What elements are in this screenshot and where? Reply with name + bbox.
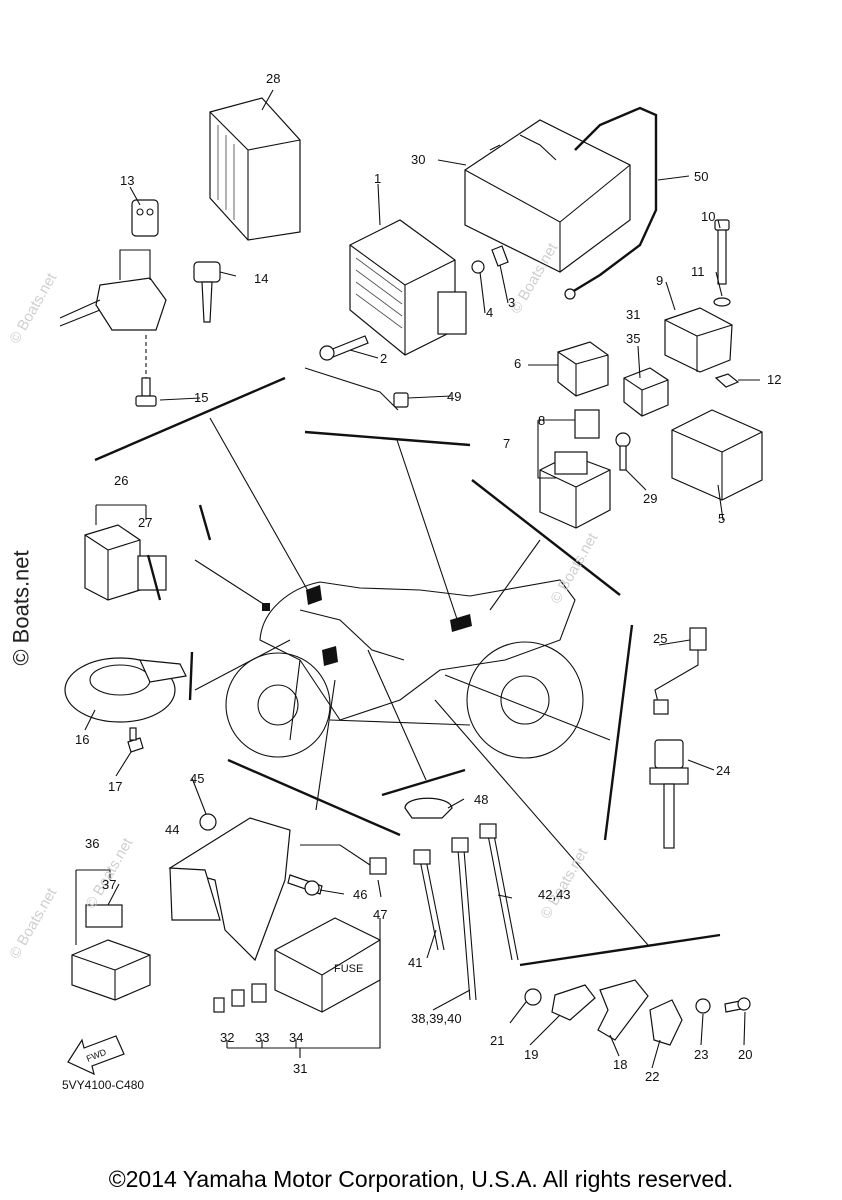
callout-31-top: 31: [626, 307, 641, 322]
group-bracket-31: [227, 918, 381, 1049]
grommet-45: [199, 813, 217, 831]
sensor-24: [649, 739, 689, 849]
callout-33: 33: [255, 1030, 270, 1045]
callout-11: 11: [691, 264, 705, 279]
starter-relay: [539, 451, 611, 529]
callout-15: 15: [194, 390, 209, 405]
callout-48: 48: [474, 792, 489, 807]
fuses-32-34: [213, 983, 267, 1013]
key: [193, 261, 221, 323]
clip-12: [714, 373, 740, 388]
callout-42-43: 42,43: [538, 887, 571, 902]
callout-3: 3: [508, 295, 516, 310]
lead-wire-49: [304, 367, 399, 411]
nut-3: [491, 245, 509, 267]
bracket-44: [168, 817, 291, 962]
callout-46: 46: [353, 887, 368, 902]
callout-31-bottom: 31: [293, 1061, 308, 1076]
copyright-notice: ©2014 Yamaha Motor Corporation, U.S.A. A…: [108, 1166, 734, 1192]
callout-22: 22: [645, 1069, 660, 1084]
motorcycle: [225, 579, 584, 759]
callout-44: 44: [165, 822, 180, 837]
callout-25: 25: [653, 631, 668, 646]
callout-41: 41: [408, 955, 423, 970]
battery: [464, 119, 631, 273]
fuse-box-label: FUSE: [334, 963, 363, 975]
relay-35: [623, 367, 669, 417]
callout-10: 10: [701, 209, 716, 224]
rectifier-regulator: [349, 219, 467, 356]
callout-35: 35: [626, 331, 641, 346]
unit-36: [71, 939, 151, 1001]
unit-5: [671, 409, 763, 501]
fuse-8: [574, 409, 600, 439]
sensor-group: [524, 979, 751, 1046]
callout-34: 34: [289, 1030, 304, 1045]
main-switch: [59, 199, 167, 378]
callout-23: 23: [694, 1047, 709, 1062]
lead-47: [300, 844, 371, 866]
callout-19: 19: [524, 1047, 539, 1062]
callout-30: 30: [411, 152, 426, 167]
ecu-unit: [209, 97, 301, 241]
callout-28: 28: [266, 71, 281, 86]
relay-9: [664, 307, 733, 373]
callout-20: 20: [738, 1047, 753, 1062]
screw-15: [135, 377, 157, 407]
callout-14: 14: [254, 271, 269, 286]
battery-cable: [571, 106, 658, 294]
callout-4: 4: [486, 305, 494, 320]
callout-6: 6: [514, 356, 522, 371]
callout-13: 13: [120, 173, 135, 188]
fwd-arrow-icon: [67, 1035, 125, 1076]
part-code: 5VY4100-C480: [62, 1078, 145, 1092]
callout-29: 29: [643, 491, 658, 506]
callout-38-39-40: 38,39,40: [411, 1011, 462, 1026]
watermark-left: © Boats.net: [8, 550, 34, 666]
cable-ties: [413, 823, 519, 1001]
callout-36: 36: [85, 836, 100, 851]
bolt-29: [615, 432, 631, 471]
fuse-box: [274, 917, 381, 1013]
part-27: [137, 555, 167, 591]
callout-49: 49: [447, 389, 462, 404]
callout-24: 24: [716, 763, 731, 778]
callout-26: 26: [114, 473, 129, 488]
callout-8: 8: [538, 413, 546, 428]
callout-18: 18: [613, 1057, 628, 1072]
callout-37: 37: [102, 877, 117, 892]
bolt-46: [287, 874, 323, 896]
callout-9: 9: [656, 273, 664, 288]
callout-7: 7: [503, 436, 511, 451]
callout-50: 50: [694, 169, 709, 184]
relay-6: [557, 341, 609, 397]
callout-47: 47: [373, 907, 388, 922]
washer-4: [471, 260, 485, 274]
callout-12: 12: [767, 372, 782, 387]
leader-lines: [94, 376, 721, 967]
bolt-17: [127, 727, 144, 753]
callout-32: 32: [220, 1030, 235, 1045]
callout-45: 45: [190, 771, 205, 786]
callout-21: 21: [490, 1033, 505, 1048]
horn: [64, 657, 187, 723]
callout-17: 17: [108, 779, 123, 794]
callout-2: 2: [380, 351, 388, 366]
callout-ticks: [84, 89, 760, 1069]
relay-26: [84, 524, 141, 601]
unit-37: [85, 904, 123, 928]
callout-1: 1: [374, 171, 382, 186]
washer-11: [713, 297, 731, 307]
clamp-48: [404, 797, 453, 819]
callout-27: 27: [138, 515, 153, 530]
bolt-2: [319, 335, 369, 361]
callout-16: 16: [75, 732, 90, 747]
callout-5: 5: [718, 511, 726, 526]
